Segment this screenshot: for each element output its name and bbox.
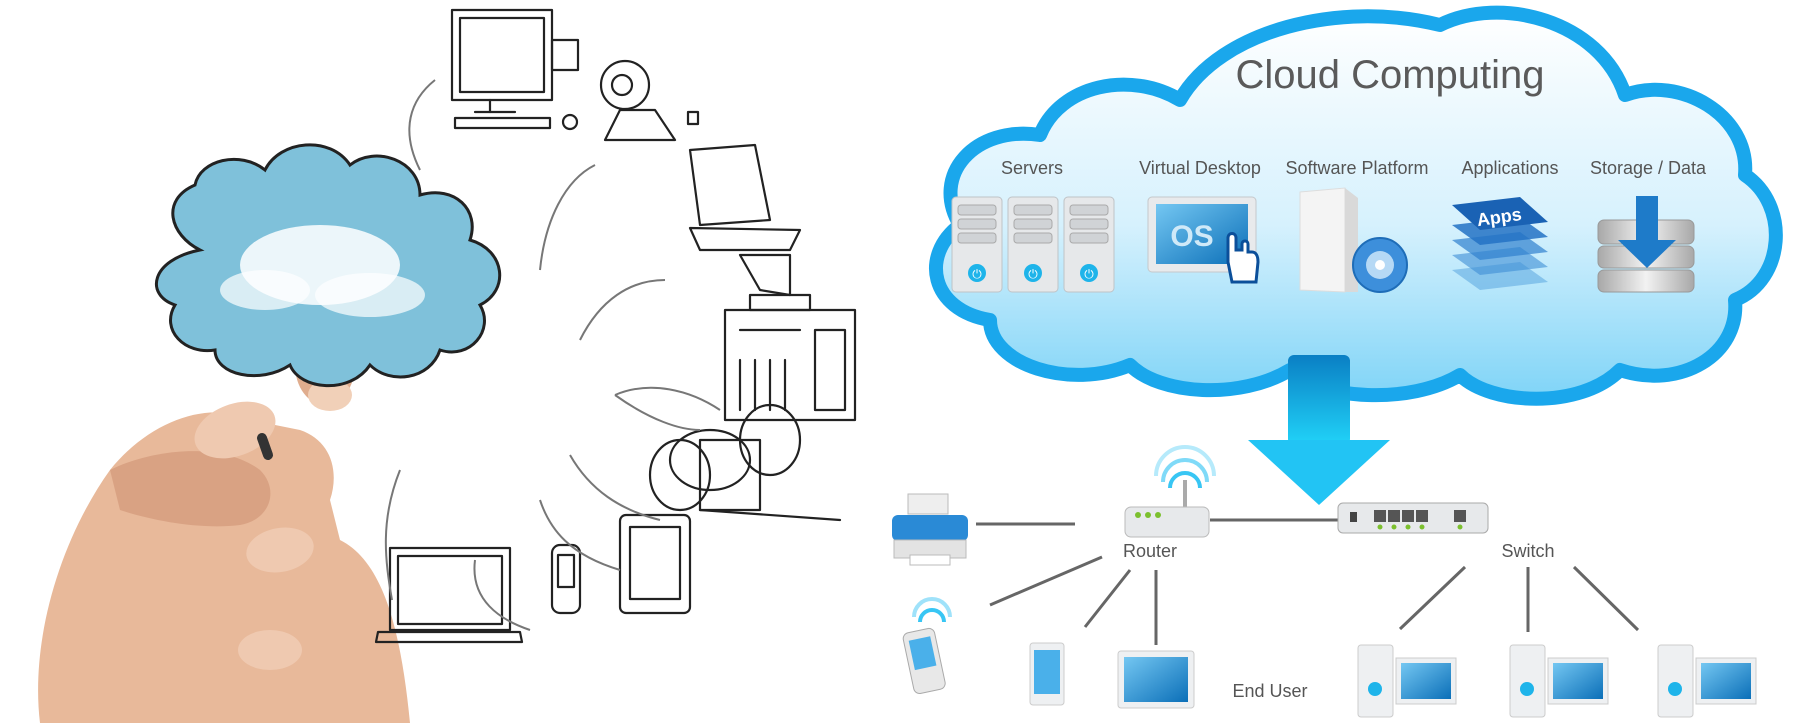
printer-icon: [892, 493, 968, 566]
sketch-tablet-icon: [618, 513, 692, 615]
pen-icon: [257, 433, 273, 460]
diagram-title: Cloud Computing: [1235, 53, 1544, 97]
tablet-icon: [1029, 642, 1065, 706]
sketch-illustration: [38, 8, 857, 723]
apps-stack-icon: Apps: [1452, 197, 1548, 290]
svg-text:⏻: ⏻: [972, 267, 982, 281]
network-links: [976, 518, 1640, 645]
sketch-film-reel-icon: [648, 403, 842, 522]
sketch-arrows: [384, 79, 721, 631]
os-monitor-icon: OS: [1147, 196, 1260, 284]
svg-text:OS: OS: [1170, 220, 1213, 253]
sketch-laptop2-icon: [374, 546, 524, 644]
router-label: Router: [1123, 541, 1177, 561]
sketch-cloud: [155, 143, 502, 388]
svg-text:⏻: ⏻: [1028, 267, 1038, 281]
router-icon: [1124, 445, 1216, 538]
sketch-phone-icon: [550, 543, 582, 615]
end-user-label: End User: [1232, 681, 1307, 701]
sketch-server-icon: [723, 293, 857, 422]
desktop-computer-icon: [1657, 644, 1757, 718]
laptop-icon: [1117, 650, 1195, 709]
sketch-webcam-icon: [599, 59, 700, 142]
download-arrow-icon: [1248, 355, 1390, 505]
hand-pointer-icon: [1226, 232, 1260, 284]
sketch-laptop-icon: [688, 143, 802, 297]
switch-icon: [1337, 502, 1489, 534]
cloud-computing-diagram: Cloud Computing Servers Virtual Desktop …: [892, 5, 1783, 718]
software-box-icon: [1299, 187, 1408, 293]
switch-label: Switch: [1501, 541, 1554, 561]
label-servers: Servers: [1001, 158, 1063, 178]
desktop-computer-icon: [1357, 644, 1457, 718]
svg-text:⏻: ⏻: [1084, 267, 1094, 281]
sketch-desktop-icon: [450, 8, 580, 131]
desktop-computer-icon: [1509, 644, 1609, 718]
database-download-icon: [1597, 196, 1695, 293]
label-applications: Applications: [1461, 158, 1558, 178]
label-software-platform: Software Platform: [1285, 158, 1428, 178]
smartphone-icon: [902, 597, 952, 695]
hand-illustration: [38, 325, 410, 723]
label-storage-data: Storage / Data: [1590, 158, 1707, 178]
label-virtual-desktop: Virtual Desktop: [1139, 158, 1261, 178]
server-rack-icon: ⏻ ⏻ ⏻: [951, 196, 1115, 293]
